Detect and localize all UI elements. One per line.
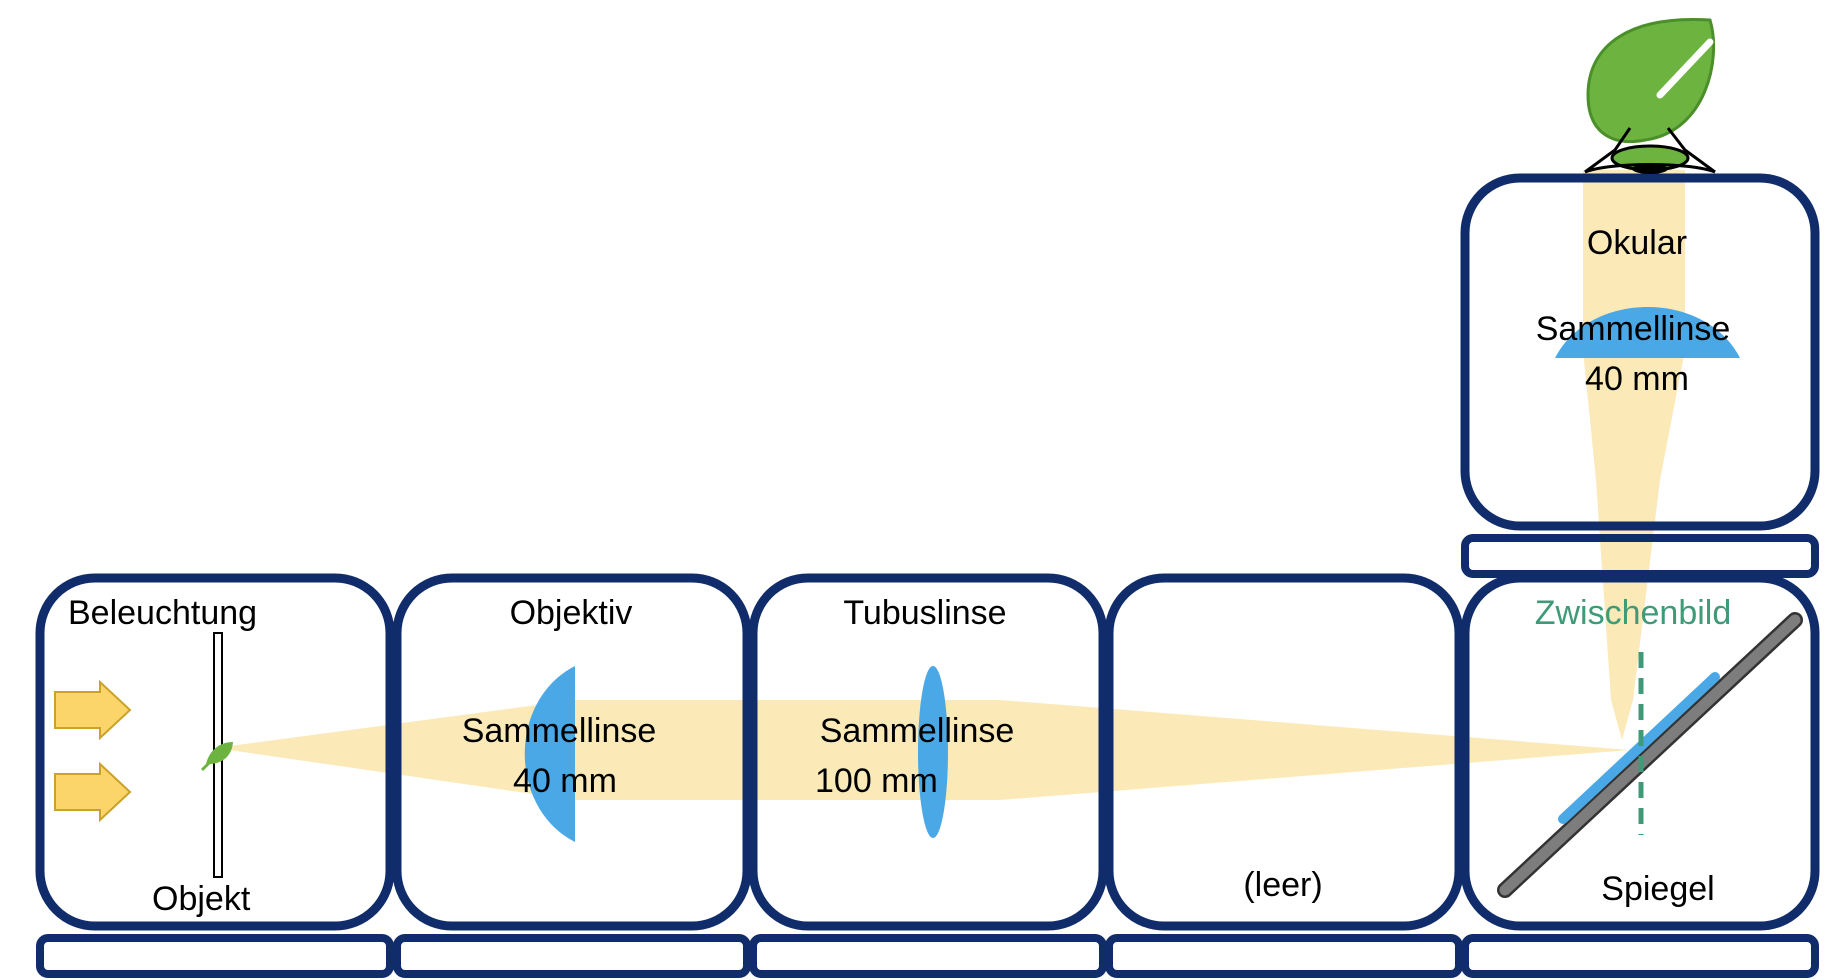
module-objective xyxy=(392,573,752,978)
light-arrow-icon xyxy=(54,761,132,823)
objective-lens xyxy=(524,666,575,842)
tube-lens-type: Sammellinse xyxy=(820,712,1015,750)
mirror-label: Spiegel xyxy=(1601,870,1714,908)
leaf-icon xyxy=(200,742,233,772)
mirror-coating xyxy=(1558,672,1720,824)
mirror-surface xyxy=(1499,614,1801,896)
module-empty xyxy=(1104,573,1464,978)
objective-title: Objektiv xyxy=(510,594,633,632)
object-label: Objekt xyxy=(152,880,251,918)
eyepiece-title: Okular xyxy=(1587,224,1687,262)
illumination-title: Beleuchtung xyxy=(68,594,257,632)
light-arrow-icon xyxy=(54,679,132,741)
eye-icon xyxy=(1584,17,1716,174)
module-tube-lens xyxy=(748,573,1108,978)
tube-lens-focal-length: 100 mm xyxy=(815,762,938,800)
tube-lens xyxy=(918,666,948,838)
module-illumination xyxy=(35,573,395,978)
eyepiece-lens xyxy=(1555,307,1740,358)
objective-focal-length: 40 mm xyxy=(513,762,617,800)
eyepiece-lens-type: Sammellinse xyxy=(1536,310,1731,348)
empty-module-label: (leer) xyxy=(1243,866,1322,904)
tube-lens-title: Tubuslinse xyxy=(843,594,1006,632)
eyepiece-focal-length: 40 mm xyxy=(1585,360,1689,398)
objective-lens-type: Sammellinse xyxy=(462,712,657,750)
module-eyepiece xyxy=(1460,173,1820,578)
intermediate-image-label: Zwischenbild xyxy=(1535,594,1732,632)
